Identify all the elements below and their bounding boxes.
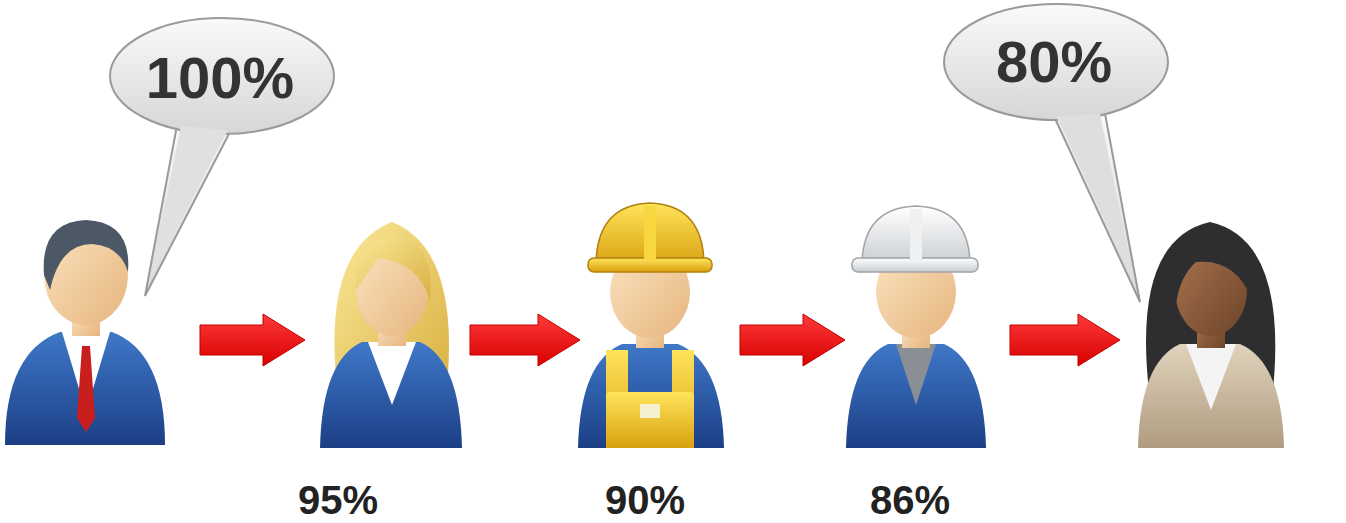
speech-bubble — [110, 18, 334, 296]
businessman-icon — [5, 220, 165, 445]
worker-icon — [578, 203, 724, 448]
percent-label: 86% — [845, 480, 975, 520]
person-node: 90% — [580, 215, 740, 465]
woman-icon — [1138, 222, 1284, 448]
person-node: 80% — [1120, 215, 1320, 465]
flow-arrow — [470, 314, 580, 366]
speech-text: 80% — [954, 33, 1154, 91]
person-node: 86% — [845, 215, 1010, 465]
percent-label: 95% — [273, 480, 403, 520]
flow-arrow — [740, 314, 845, 366]
speech-bubble — [944, 4, 1168, 302]
speech-text: 100% — [120, 49, 320, 107]
flow-arrow — [1010, 314, 1120, 366]
percent-label: 90% — [580, 480, 710, 520]
engineer-icon — [846, 206, 986, 448]
flow-arrow — [200, 314, 305, 366]
woman-icon — [320, 222, 462, 448]
person-node: 100% — [0, 215, 200, 465]
person-node: 95% — [305, 215, 470, 465]
